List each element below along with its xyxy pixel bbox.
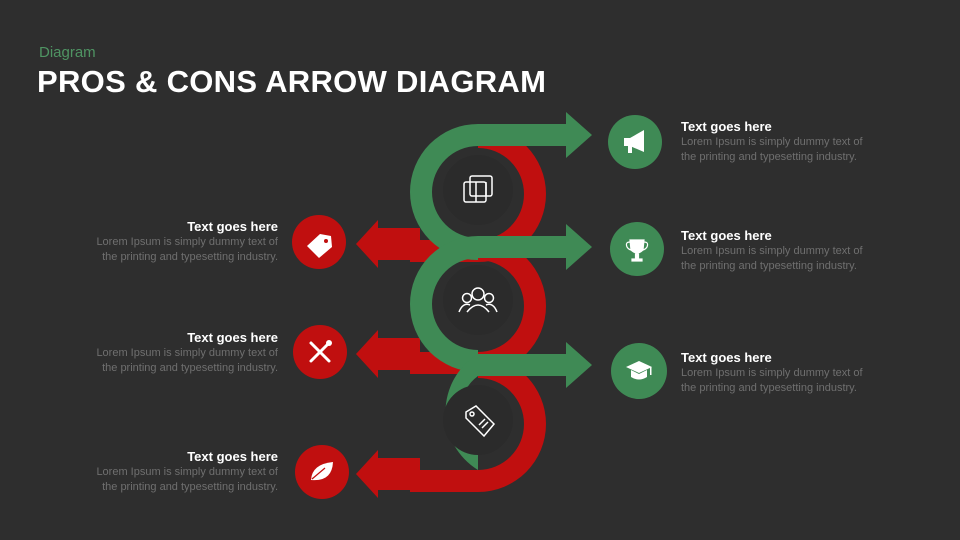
- con-heading: Text goes here: [187, 449, 278, 464]
- center-circle-1: [443, 155, 513, 225]
- center-circle-3: [443, 385, 513, 455]
- pro-arrow-1: [566, 112, 592, 158]
- con-body-line: the printing and typesetting industry.: [102, 251, 278, 263]
- cons-ribbon-3: [410, 356, 546, 492]
- luggage-icon: [463, 175, 493, 203]
- con-item-2: Text goes here Lorem Ipsum is simply dum…: [58, 330, 278, 376]
- tag-icon: [465, 405, 496, 438]
- cons-ribbon: [410, 126, 546, 262]
- pros-ribbon-3: [445, 354, 570, 470]
- con-body-line: the printing and typesetting industry.: [102, 362, 278, 374]
- con-arrow-2: [356, 330, 420, 378]
- tools-icon: [309, 340, 332, 363]
- pro-item-1: Text goes here Lorem Ipsum is simply dum…: [681, 119, 901, 165]
- pro-item-3: Text goes here Lorem Ipsum is simply dum…: [681, 350, 901, 396]
- con-heading: Text goes here: [187, 219, 278, 234]
- pro-body-line: Lorem Ipsum is simply dummy text of: [681, 136, 863, 148]
- con-heading: Text goes here: [187, 330, 278, 345]
- megaphone-icon: [624, 130, 644, 153]
- cons-ribbon-2: [410, 238, 546, 374]
- pro-arrow-3: [566, 342, 592, 388]
- pro-heading: Text goes here: [681, 119, 772, 134]
- con-body-line: Lorem Ipsum is simply dummy text of: [96, 466, 278, 478]
- con-arrow-3: [356, 450, 420, 498]
- trophy-icon: [625, 239, 649, 262]
- pro-body-line: the printing and typesetting industry.: [681, 382, 857, 394]
- pro-body-line: Lorem Ipsum is simply dummy text of: [681, 367, 863, 379]
- con-body-line: Lorem Ipsum is simply dummy text of: [96, 236, 278, 248]
- con-item-1: Text goes here Lorem Ipsum is simply dum…: [58, 219, 278, 265]
- leaf-icon: [311, 462, 333, 481]
- price-tag-icon: [307, 234, 332, 258]
- pro-body-line: the printing and typesetting industry.: [681, 260, 857, 272]
- slide-kicker: Diagram: [39, 44, 96, 61]
- pro-heading: Text goes here: [681, 350, 772, 365]
- pro-item-2: Text goes here Lorem Ipsum is simply dum…: [681, 228, 901, 274]
- graduation-cap-icon: [626, 361, 652, 380]
- pro-heading: Text goes here: [681, 228, 772, 243]
- slide-title: PROS & CONS ARROW DIAGRAM: [37, 64, 547, 99]
- con-arrow-1: [356, 220, 420, 268]
- con-body-line: Lorem Ipsum is simply dummy text of: [96, 347, 278, 359]
- pros-ribbon-1: [410, 124, 570, 260]
- con-body-line: the printing and typesetting industry.: [102, 481, 278, 493]
- pro-body-line: Lorem Ipsum is simply dummy text of: [681, 245, 863, 257]
- pro-body-line: the printing and typesetting industry.: [681, 151, 857, 163]
- con-item-3: Text goes here Lorem Ipsum is simply dum…: [58, 449, 278, 495]
- pro-arrow-2: [566, 224, 592, 270]
- pros-ribbon-2: [410, 236, 570, 372]
- group-icon: [458, 287, 498, 313]
